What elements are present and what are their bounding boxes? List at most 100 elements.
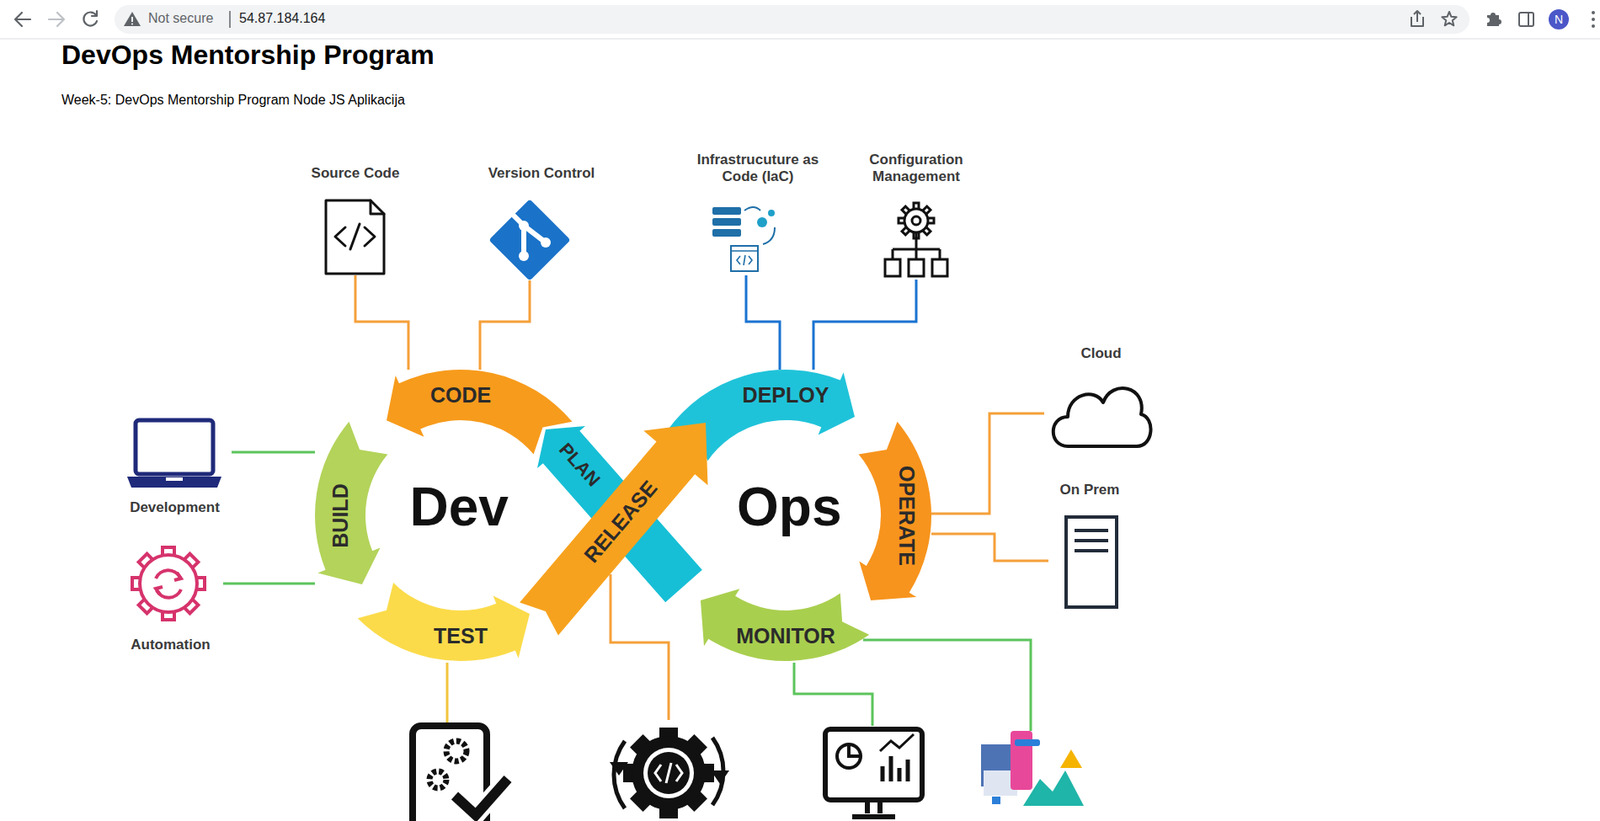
browser-toolbar [0, 0, 1600, 39]
code-segment: CODE [405, 369, 516, 421]
warning-icon [131, 16, 134, 22]
menu-dots [1591, 10, 1595, 15]
config-management-icon [885, 259, 901, 277]
source-code-icon [325, 200, 384, 274]
browser-toolbar [0, 38, 1600, 40]
release-gear-icon [655, 762, 683, 784]
git-icon [540, 237, 551, 248]
on-prem-node: On Prem [1048, 481, 1131, 611]
iac-icon [730, 250, 758, 266]
infinity-loop [314, 369, 932, 662]
leader-line [446, 662, 449, 723]
monitoring-icon [825, 729, 923, 800]
release-gear-icon [647, 752, 690, 795]
config-management-node: Configuration Management [842, 151, 990, 280]
toolbar-icons [1411, 10, 1534, 27]
segment-label: DEPLOY [742, 384, 830, 406]
toolbar-icons [1411, 10, 1424, 27]
toolbar-icons [1441, 11, 1456, 26]
iac-icon [712, 207, 775, 272]
automation-gear-icon [139, 554, 198, 613]
iac-icon [730, 245, 758, 272]
avatar-circle [1548, 9, 1569, 30]
leader-line [610, 574, 669, 720]
git-icon [512, 213, 546, 256]
nav-buttons [15, 12, 31, 27]
development-node: Development [117, 416, 232, 517]
segment-label: TEST [433, 625, 488, 647]
app-dashboard-icon [1023, 770, 1084, 806]
test-icon [412, 725, 508, 821]
cloud-icon [1053, 388, 1152, 447]
config-management-icon [885, 202, 948, 277]
icon-caption: Infrastrucuture as Code (IaC) [686, 151, 830, 186]
toolbar-icons [1527, 12, 1530, 27]
toolbar-icons [1487, 12, 1502, 27]
test-icon [454, 778, 508, 816]
release-gear-icon [623, 727, 715, 819]
leader-line [794, 662, 873, 726]
url-text: 54.87.184.164 [239, 10, 326, 27]
test-segment: TEST [414, 610, 507, 662]
server-icon [1066, 517, 1117, 608]
loop-segment [357, 582, 530, 662]
config-management-icon [912, 216, 921, 225]
automation-gear-icon [155, 572, 182, 595]
server-icon [1066, 517, 1117, 608]
monitor-segment: MONITOR [722, 610, 849, 662]
segment-label: OPERATE [896, 465, 918, 566]
test-icon [429, 771, 447, 789]
toolbar-icons [1519, 12, 1534, 27]
iac-icon [757, 217, 768, 228]
monitoring-icon [848, 744, 861, 757]
loop-segment [858, 421, 932, 601]
page-subtitle: Week-5: DevOps Mentorship Program Node J… [61, 92, 406, 108]
config-management-icon [892, 232, 940, 260]
nav-buttons [83, 12, 97, 27]
loop-segment [519, 422, 708, 635]
iac-icon [712, 229, 742, 237]
monitoring-icon [880, 734, 914, 752]
security-status: Not secure [148, 10, 214, 27]
source-code-icon [325, 200, 384, 274]
icon-caption: Development [129, 499, 220, 517]
server-icon [1074, 530, 1109, 551]
monitoring-icon [837, 744, 861, 768]
icon-caption: Source Code [311, 165, 400, 182]
warning-icon [123, 11, 141, 27]
release-gear-icon [643, 747, 694, 799]
release-gear-icon [609, 727, 730, 819]
app-dashboard-icon [1060, 749, 1083, 768]
iac-icon [712, 207, 742, 215]
warning-icon [123, 11, 141, 27]
icon-caption: On Prem [1060, 481, 1120, 499]
automation-gear-icon [155, 570, 182, 598]
icon-caption: Configuration Management [844, 151, 988, 186]
monitoring-icon [852, 800, 896, 817]
loop-center-label: Dev [410, 476, 509, 539]
segment-label: CODE [430, 384, 491, 406]
git-icon [493, 203, 566, 277]
laptop-icon [165, 477, 183, 481]
menu-dots [1591, 24, 1595, 28]
iac-node: Infrastrucuture as Code (IaC) [684, 151, 832, 276]
laptop-icon [127, 420, 222, 488]
test-icon [446, 741, 467, 762]
source-code-icon [335, 224, 375, 250]
leader-connector [355, 275, 409, 370]
loop-segment [314, 421, 388, 585]
icon-caption: Automation [130, 636, 210, 654]
icon-caption: Cloud [1080, 345, 1121, 363]
leader-connector [746, 275, 780, 370]
segment-label: MONITOR [736, 625, 836, 647]
build-segment: BUILD [314, 442, 366, 590]
git-icon [518, 250, 529, 262]
leader-connector [931, 533, 1049, 561]
test-icon [454, 778, 508, 816]
icon-caption: Version Control [488, 165, 596, 182]
automation-gear-icon [132, 547, 205, 620]
url-divider [229, 10, 231, 28]
source-code-icon [370, 200, 384, 214]
